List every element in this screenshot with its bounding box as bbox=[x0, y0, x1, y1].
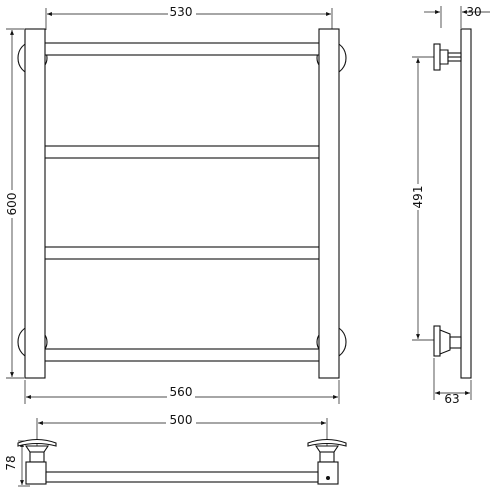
dimension-depth-bottom: 63 bbox=[433, 358, 472, 406]
dimension-mount-height: 491 bbox=[410, 56, 434, 341]
dimension-plan-width: 500 bbox=[36, 413, 328, 446]
plan-crossbar bbox=[45, 471, 319, 483]
dim-label-30: 30 bbox=[466, 5, 481, 19]
plan-mount-right bbox=[307, 438, 347, 485]
crossbar-4 bbox=[43, 348, 321, 362]
dim-label-500: 500 bbox=[170, 413, 193, 427]
dim-label-78: 78 bbox=[4, 455, 18, 470]
dimension-depth-top: 30 bbox=[424, 5, 490, 28]
dimension-bottom-width: 560 bbox=[24, 380, 340, 404]
plan-mount-left bbox=[17, 438, 57, 485]
right-upright bbox=[318, 28, 340, 379]
dim-label-530: 530 bbox=[170, 5, 193, 19]
side-mount-bottom bbox=[433, 325, 462, 357]
dim-label-560: 560 bbox=[170, 385, 193, 399]
crossbar-1 bbox=[43, 42, 321, 56]
crossbars bbox=[43, 42, 321, 362]
crossbar-3 bbox=[43, 246, 321, 260]
left-upright bbox=[24, 28, 46, 379]
dim-label-491: 491 bbox=[411, 186, 425, 209]
side-mount-top bbox=[433, 43, 462, 71]
side-view: 30 491 63 bbox=[410, 5, 490, 406]
front-view: 530 600 bbox=[4, 4, 347, 404]
dim-label-600: 600 bbox=[5, 193, 19, 216]
dim-label-63: 63 bbox=[444, 392, 459, 406]
crossbar-2 bbox=[43, 145, 321, 159]
dimension-height: 600 bbox=[4, 28, 24, 379]
plan-view: 500 78 bbox=[4, 413, 347, 487]
dimension-plan-depth: 78 bbox=[4, 440, 30, 487]
dimension-top-width: 530 bbox=[45, 4, 333, 30]
side-upright bbox=[460, 28, 472, 379]
